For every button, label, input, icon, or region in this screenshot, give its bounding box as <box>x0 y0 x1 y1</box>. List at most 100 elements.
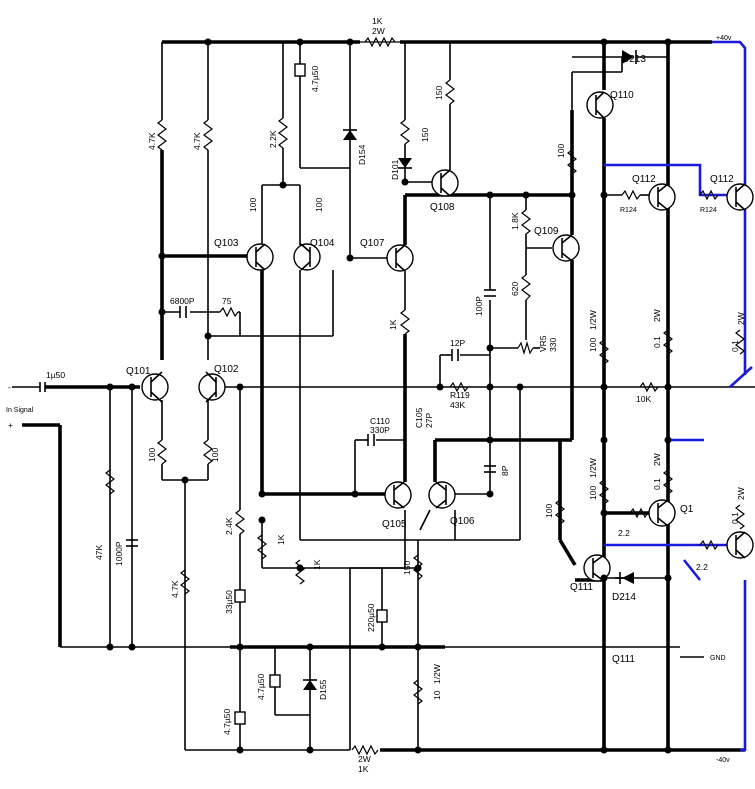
zener-d154 <box>343 129 357 140</box>
res-1-2w-c: 1/2W <box>432 664 442 684</box>
res-100g: 100 <box>588 486 598 500</box>
labels: 1K 2W +40v GND -40v 2W 1K In Signal 1µ50… <box>6 16 746 774</box>
label-q110: Q110 <box>610 90 634 101</box>
input-stage <box>12 382 140 647</box>
res-620: 620 <box>510 282 520 296</box>
cap-c110: C110 <box>370 416 390 426</box>
res-10: 10 <box>432 690 442 700</box>
label-d101: D101 <box>390 159 400 180</box>
res-4k7c: 4.7K <box>170 580 180 598</box>
transistor-q104 <box>293 243 321 271</box>
label-d214: D214 <box>612 592 636 603</box>
res-100c: 100 <box>147 448 157 462</box>
transistor-q101 <box>141 371 169 403</box>
res-150c: 150 <box>402 561 412 575</box>
transistor-q102 <box>198 371 226 403</box>
res-01c: 0.1 <box>652 478 662 490</box>
diode-d213 <box>622 50 668 64</box>
gnd-label: GND <box>710 655 726 662</box>
diode-d214 <box>619 572 634 584</box>
transistor-q106 <box>428 481 456 509</box>
junctions <box>106 38 672 754</box>
minus-rail-label: -40v <box>716 757 730 764</box>
diode-d101 <box>398 158 412 169</box>
label-q104: Q104 <box>310 238 335 249</box>
res-43k: 43K <box>450 400 465 410</box>
label-d155: D155 <box>318 679 328 700</box>
res-10k: 10K <box>636 394 651 404</box>
label-q112a: Q112 <box>632 174 656 185</box>
negative-rail <box>185 744 745 756</box>
res-4k7b: 4.7K <box>192 132 202 150</box>
transistor-q111 <box>583 554 611 582</box>
res-r124b: R124 <box>700 207 717 214</box>
res-100e: 100 <box>556 144 566 158</box>
bot-res-power: 2W <box>358 754 371 764</box>
top-res-power: 2W <box>372 26 385 36</box>
label-d154: D154 <box>357 144 367 165</box>
label-d213: D213 <box>622 54 646 65</box>
res-r124a: R124 <box>620 207 637 214</box>
res-1k: 1K <box>388 319 398 330</box>
label-q112b: Q112 <box>710 174 734 185</box>
res-2wc: 2W <box>652 453 662 466</box>
cap-47c: 4.7µ50 <box>222 709 232 735</box>
cap-6800p: 6800P <box>170 296 195 306</box>
res-47k: 47K <box>94 545 104 560</box>
label-q108: Q108 <box>430 202 455 213</box>
res-01a: 0.1 <box>652 336 662 348</box>
input-label: In Signal <box>6 407 34 414</box>
res-2k4: 2.4K <box>224 517 234 535</box>
res-150b: 150 <box>420 128 430 142</box>
res-1ka: 1K <box>276 534 286 545</box>
label-q106: Q106 <box>450 516 475 527</box>
transistor-q112a <box>648 183 676 211</box>
cap-220u: 220µ50 <box>366 603 376 632</box>
plus-rail-label: +40v <box>716 35 732 42</box>
res-100f-upper: 100 <box>588 338 598 352</box>
cap-47b: 4.7µ50 <box>256 674 266 700</box>
capacitor-plates <box>105 63 745 725</box>
res-100b: 100 <box>314 198 324 212</box>
input-minus: - <box>8 382 11 392</box>
res-100d: 100 <box>210 448 220 462</box>
cap-47a: 4.7µ50 <box>310 66 320 92</box>
label-q1: Q1 <box>680 504 694 515</box>
zener-d155 <box>303 679 317 690</box>
ground-rail <box>60 645 704 658</box>
res-75: 75 <box>222 296 232 306</box>
res-150a: 150 <box>434 86 444 100</box>
res-2-2b: 2.2 <box>696 562 708 572</box>
transistor-q108 <box>431 169 459 197</box>
label-q102: Q102 <box>214 364 239 375</box>
cap-33u: 33µ50 <box>224 590 234 614</box>
vr5-label: VR5 <box>538 335 548 352</box>
res-2-2a: 2.2 <box>618 528 630 538</box>
res-2wd: 2W <box>736 487 746 500</box>
res-2wa: 2W <box>652 309 662 322</box>
label-q103: Q103 <box>214 238 239 249</box>
res-1-2w-a: 1/2W <box>588 310 598 330</box>
res-1-2w-b: 1/2W <box>588 458 598 478</box>
transistor-q1 <box>648 499 676 527</box>
label-q105: Q105 <box>382 519 407 530</box>
label-q111: Q111 <box>570 582 593 593</box>
wiring <box>109 42 755 750</box>
label-q111-gnd: Q111 <box>612 654 635 665</box>
cap-100p: 100P <box>474 296 484 316</box>
res-01b: 0.1 <box>730 340 740 352</box>
res-2k2: 2.2K <box>268 130 278 148</box>
res-4k7a: 4.7K <box>147 132 157 150</box>
res-1k8: 1.8K <box>510 212 520 230</box>
top-res-value: 1K <box>372 16 383 26</box>
cap-8p: 8P <box>500 465 510 476</box>
transistor-q112b <box>726 183 754 211</box>
transistor-q103 <box>246 243 274 271</box>
transistor-q110 <box>586 91 614 119</box>
vr5-value: 330 <box>548 338 558 352</box>
transistor-q109 <box>552 234 580 262</box>
cap-12p: 12P <box>450 338 465 348</box>
res-1kb: 1K <box>312 559 322 570</box>
res-01d: 0.1 <box>730 512 740 524</box>
